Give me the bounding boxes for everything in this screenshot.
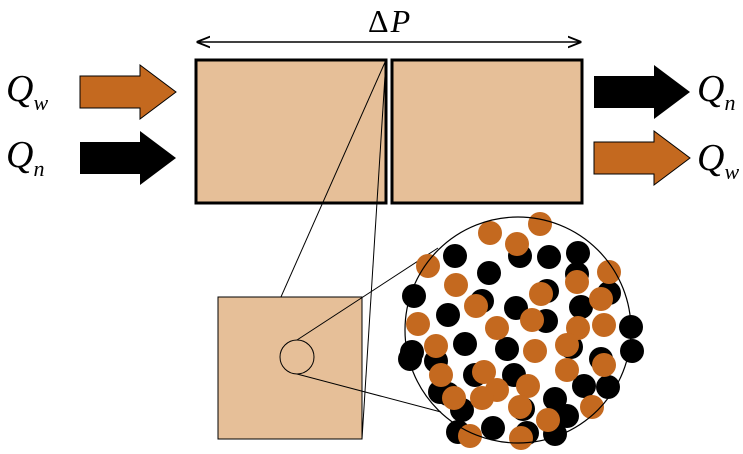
wetting-grain xyxy=(470,386,494,410)
sample-square xyxy=(217,296,363,440)
wetting-grain xyxy=(508,395,532,419)
wetting-grain xyxy=(555,358,579,382)
wetting-grain xyxy=(529,282,553,306)
wetting-grain xyxy=(464,294,488,318)
wetting-grain xyxy=(458,424,482,448)
zoom-line-right xyxy=(361,59,387,440)
wetting-grain xyxy=(528,212,552,236)
wetting-grain xyxy=(589,287,613,311)
wetting-grain xyxy=(472,360,496,384)
wetting-grain xyxy=(523,339,547,363)
nonwetting-grain xyxy=(572,374,596,398)
nonwetting-grain xyxy=(453,332,477,356)
core-segment-left xyxy=(194,58,388,205)
wetting-grain xyxy=(509,426,533,450)
inlet-nonwetting-arrow xyxy=(80,131,176,185)
wetting-grain xyxy=(520,308,544,332)
wetting-grain xyxy=(555,333,579,357)
wetting-grain xyxy=(516,374,540,398)
nonwetting-grain xyxy=(477,261,501,285)
wetting-grain xyxy=(580,395,604,419)
outlet-bottom-flow-label: Qw xyxy=(697,137,739,184)
wetting-grain xyxy=(592,353,616,377)
inlet-wetting-arrow xyxy=(79,64,177,120)
nonwetting-grain xyxy=(543,387,567,411)
wetting-grain xyxy=(406,312,430,336)
nonwetting-grain xyxy=(537,245,561,269)
nonwetting-grain xyxy=(596,375,620,399)
pore-zoom-line-top xyxy=(296,247,439,341)
inlet-top-flow-label: Qw xyxy=(6,68,48,115)
wetting-grain xyxy=(442,386,466,410)
wetting-grain xyxy=(444,273,468,297)
nonwetting-grain xyxy=(400,340,424,364)
nonwetting-grain xyxy=(443,244,467,268)
wetting-grain xyxy=(566,316,590,340)
pore-scale-boundary xyxy=(404,216,632,444)
nonwetting-grain xyxy=(620,339,644,363)
wetting-grain xyxy=(536,408,560,432)
pore-zoom-line-bottom xyxy=(296,373,442,413)
wetting-grain xyxy=(565,270,589,294)
outlet-top-flow-label: Qn xyxy=(697,68,735,115)
pressure-drop-label: ΔP xyxy=(368,3,410,39)
wetting-grain xyxy=(505,232,529,256)
nonwetting-grain xyxy=(402,284,426,308)
wetting-grain xyxy=(485,316,509,340)
wetting-grain xyxy=(597,260,621,284)
nonwetting-grain xyxy=(436,303,460,327)
nonwetting-grain xyxy=(495,337,519,361)
nonwetting-grain xyxy=(481,416,505,440)
wetting-grain xyxy=(592,313,616,337)
outlet-wetting-arrow xyxy=(593,130,691,186)
nonwetting-grain xyxy=(569,295,593,319)
wetting-grain xyxy=(424,334,448,358)
wetting-grain xyxy=(478,221,502,245)
outlet-nonwetting-arrow xyxy=(594,65,690,119)
nonwetting-grain xyxy=(566,241,590,265)
wetting-grain xyxy=(416,254,440,278)
core-segment-right xyxy=(390,58,584,205)
wetting-grain xyxy=(429,363,453,387)
nonwetting-grain xyxy=(555,404,579,428)
inlet-bottom-flow-label: Qn xyxy=(6,134,44,181)
